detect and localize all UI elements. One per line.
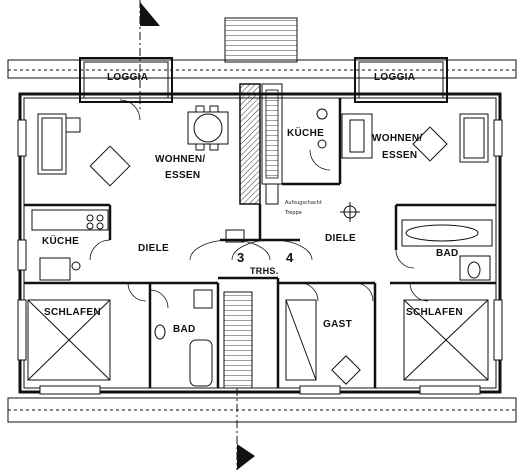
schlafen-left-label: SCHLAFEN [44,307,101,318]
central-duct [239,83,283,205]
section-arrow-top-icon [139,0,160,110]
diele-left-label: DIELE [138,243,169,254]
interior-walls [24,98,496,388]
wohnen-right-label-1: WOHNEN/ [372,133,423,144]
furniture-left [27,105,229,387]
loggia-left-area [79,57,173,103]
annotation-note-1: Aufzugschacht [285,200,322,206]
kueche-right-label: KÜCHE [287,128,325,139]
diele-right-label: DIELE [325,233,356,244]
bad-right-label: BAD [436,248,459,259]
stair-number-right: 4 [286,250,294,265]
schlafen-right-label: SCHLAFEN [406,307,463,318]
wohnen-left-label-1: WOHNEN/ [155,154,206,165]
wohnen-left-label-2: ESSEN [165,170,201,181]
bad-left-label: BAD [173,324,196,335]
windows [17,119,503,395]
furniture-right [265,108,493,385]
loggia-right-area [354,57,448,103]
stair-number-left: 3 [237,250,245,265]
door-swings [89,99,429,309]
section-arrow-bottom-icon [236,388,255,470]
annotation-note-2: Treppe [285,210,302,216]
kueche-left-label: KÜCHE [42,236,80,247]
loggia-left-label: LOGGIA [107,72,149,83]
gast-label: GAST [323,319,352,330]
stair-label: TRHS. [250,266,279,276]
wohnen-right-label-2: ESSEN [382,150,418,161]
stair-flight [223,229,253,389]
chimney-shaft [224,17,298,63]
loggia-right-label: LOGGIA [374,72,416,83]
